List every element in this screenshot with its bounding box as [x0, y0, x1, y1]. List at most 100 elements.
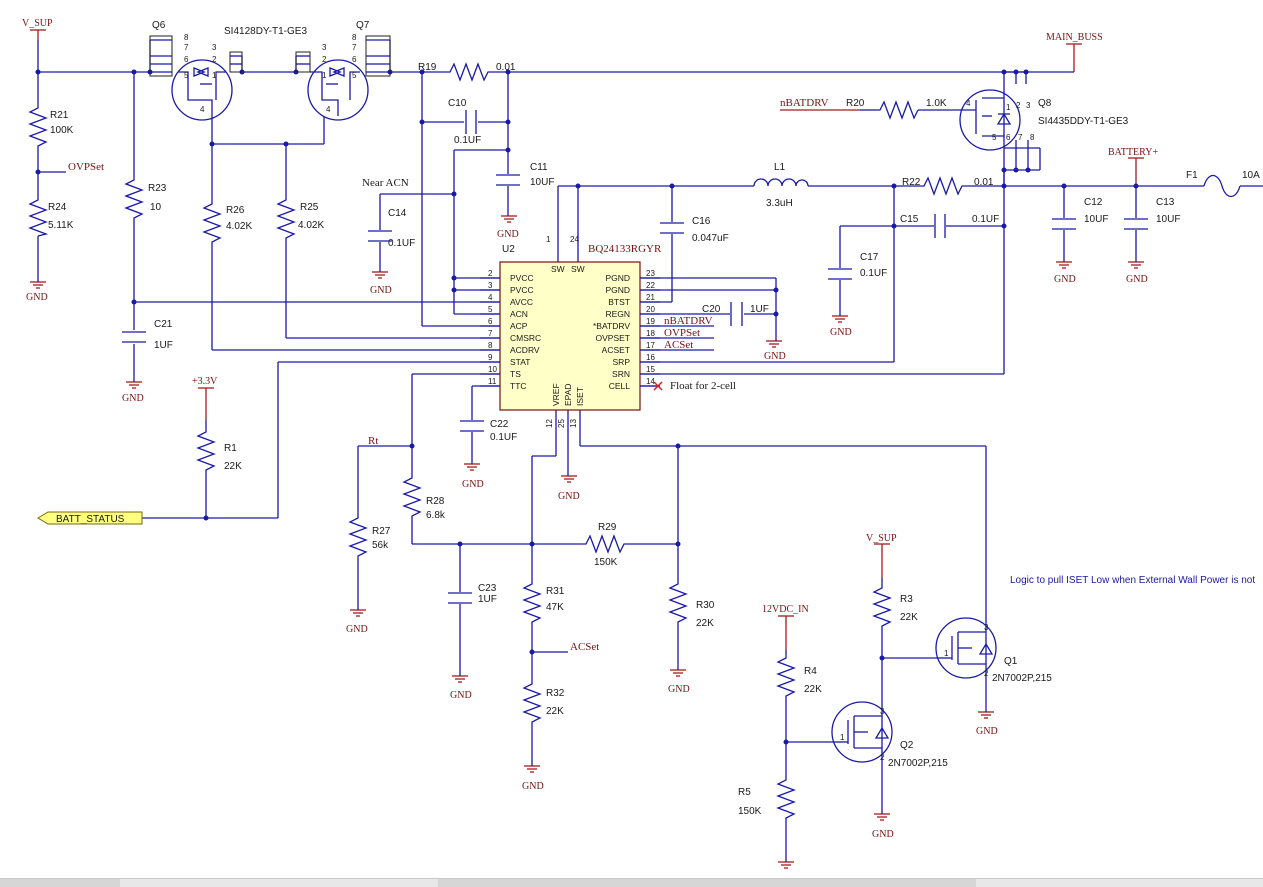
pin: 1	[840, 733, 845, 742]
v33-power[interactable]: +3.3V	[192, 376, 218, 420]
r23-resistor[interactable]: R23 10	[124, 176, 167, 222]
pin: 3	[984, 623, 989, 632]
gnd-14[interactable]: GND	[522, 765, 544, 792]
r20-resistor[interactable]: R20 1.0K	[846, 98, 947, 120]
gnd-6[interactable]: GND	[830, 315, 852, 338]
pin: 6	[1006, 133, 1011, 142]
gnd-7[interactable]: GND	[1054, 261, 1076, 285]
acset-u2-label[interactable]: ACSet	[664, 339, 693, 351]
c14-capacitor[interactable]: C14 0.1UF	[368, 208, 415, 249]
vsup-mid-power[interactable]: V_SUP	[866, 533, 897, 578]
q1-part: 2N7002P,215	[992, 673, 1052, 684]
r29-resistor[interactable]: R29 150K	[582, 522, 626, 568]
c21-capacitor[interactable]: C21 1UF	[122, 319, 173, 351]
r25-ref: R25	[300, 202, 319, 213]
f1-value: 10A	[1242, 170, 1260, 181]
pin: 2	[322, 55, 327, 64]
vsup-top-label: V_SUP	[22, 18, 53, 29]
c10-capacitor[interactable]: C10 0.1UF	[448, 98, 481, 146]
gnd-11[interactable]: GND	[346, 609, 368, 635]
r25-resistor[interactable]: R25 4.02K	[276, 196, 324, 244]
gnd-15[interactable]: GND	[976, 711, 998, 737]
gnd-label: GND	[1054, 274, 1076, 285]
r27-resistor[interactable]: R27 56k	[348, 514, 391, 562]
horizontal-scrollbar[interactable]	[438, 879, 976, 887]
main-buss-power[interactable]: MAIN_BUSS	[1046, 32, 1103, 72]
gnd-9[interactable]: GND	[462, 463, 484, 490]
c11-capacitor[interactable]: C11 10UF	[496, 162, 554, 188]
nbatdrv-u2-label[interactable]: nBATDRV	[664, 315, 713, 327]
q1-mosfet[interactable]: Q1 2N7002P,215 3 1 2	[935, 617, 1052, 684]
gnd-16[interactable]: GND	[872, 813, 894, 840]
q8-mosfet[interactable]: Q8 SI4435DDY-T1-GE3 1 2 3 5 6 7 8 4	[958, 84, 1129, 151]
r24-ref: R24	[48, 202, 67, 213]
r22-resistor[interactable]: R22 0.01	[902, 176, 994, 196]
r26-resistor[interactable]: R26 4.02K	[202, 200, 252, 248]
gnd-13[interactable]: GND	[668, 669, 690, 695]
r21-resistor[interactable]: R21 100K	[28, 104, 74, 148]
gnd-10[interactable]: GND	[558, 475, 580, 502]
vsup-top-power[interactable]: V_SUP	[22, 18, 53, 40]
c22-capacitor[interactable]: C22 0.1UF	[460, 419, 517, 443]
q8-ref: Q8	[1038, 98, 1052, 109]
acset-r-label[interactable]: ACSet	[570, 641, 599, 653]
u2-pin-num: 4	[488, 293, 493, 302]
gnd-label: GND	[668, 684, 690, 695]
r27-ref: R27	[372, 526, 391, 537]
gnd-label: GND	[872, 829, 894, 840]
nbatdrv-label: nBATDRV	[780, 97, 829, 109]
pin: 6	[184, 55, 189, 64]
r24-resistor[interactable]: R24 5.11K	[28, 196, 74, 237]
gnd-12[interactable]: GND	[450, 675, 472, 701]
gnd-17[interactable]	[778, 861, 794, 869]
v12-power[interactable]: 12VDC_IN	[762, 604, 809, 650]
r30-resistor[interactable]: R30 22K	[668, 580, 715, 629]
gnd-3[interactable]: GND	[370, 271, 392, 296]
pin: 3	[880, 707, 885, 716]
r3-resistor[interactable]: R3 22K	[872, 584, 918, 628]
c16-capacitor[interactable]: C16 0.047uF	[660, 216, 729, 244]
u2-pin-name: CMSRC	[510, 333, 541, 343]
c17-capacitor[interactable]: C17 0.1UF	[828, 252, 887, 280]
q7-ref: Q7	[356, 20, 370, 31]
c13-capacitor[interactable]: C13 10UF	[1124, 197, 1180, 230]
u2-pin-name: ACSET	[602, 345, 630, 355]
gnd-1[interactable]: GND	[26, 281, 48, 303]
c20-capacitor[interactable]: C20 1UF	[702, 302, 769, 326]
batt-status-port[interactable]: BATT_STATUS	[37, 511, 143, 525]
q7-mosfet[interactable]: Q7 3 2 1 8 7 6 5 4	[295, 20, 391, 121]
ovpset-u2-label[interactable]: OVPSet	[664, 327, 700, 339]
r1-resistor[interactable]: R1 22K	[196, 428, 242, 476]
r4-resistor[interactable]: R4 22K	[776, 654, 822, 700]
r30-ref: R30	[696, 600, 715, 611]
r23-ref: R23	[148, 183, 167, 194]
ovpset-net[interactable]: OVPSet	[68, 161, 104, 173]
pin: 5	[184, 71, 189, 80]
gnd-5[interactable]: GND	[764, 340, 786, 362]
q2-mosfet[interactable]: Q2 2N7002P,215 3 1 2	[831, 698, 948, 769]
gnd-4[interactable]: GND	[497, 215, 519, 240]
r31-resistor[interactable]: R31 47K	[522, 580, 565, 626]
gnd-2[interactable]: GND	[122, 381, 144, 404]
r19-resistor[interactable]: R19 0.01	[418, 62, 516, 82]
f1-fuse[interactable]: F1 10A	[1186, 170, 1260, 198]
battery-power[interactable]: BATTERY+	[1108, 147, 1158, 186]
c12-ref: C12	[1084, 197, 1103, 208]
q6-mosfet[interactable]: Q6 SI4128DY-T1-GE3 8 7 6 5 3 2 1 4	[149, 20, 307, 121]
u2-sw-pin: SW	[551, 264, 565, 274]
r31-value: 47K	[546, 602, 564, 613]
r32-resistor[interactable]: R32 22K	[522, 680, 565, 726]
c15-capacitor[interactable]: C15 0.1UF	[900, 214, 999, 238]
nbatdrv-net[interactable]: nBATDRV	[780, 97, 860, 111]
c23-capacitor[interactable]: C23 1UF	[448, 583, 497, 605]
c12-capacitor[interactable]: C12 10UF	[1052, 197, 1108, 230]
l1-inductor[interactable]: L1 3.3uH	[753, 162, 809, 209]
u2-pin-name: ACN	[510, 309, 528, 319]
gnd-8[interactable]: GND	[1126, 261, 1148, 285]
r28-resistor[interactable]: R28 6.8k	[402, 474, 446, 521]
battery-label: BATTERY+	[1108, 147, 1158, 158]
rt-label[interactable]: Rt	[368, 435, 378, 447]
r5-resistor[interactable]: R5 150K	[738, 776, 796, 822]
